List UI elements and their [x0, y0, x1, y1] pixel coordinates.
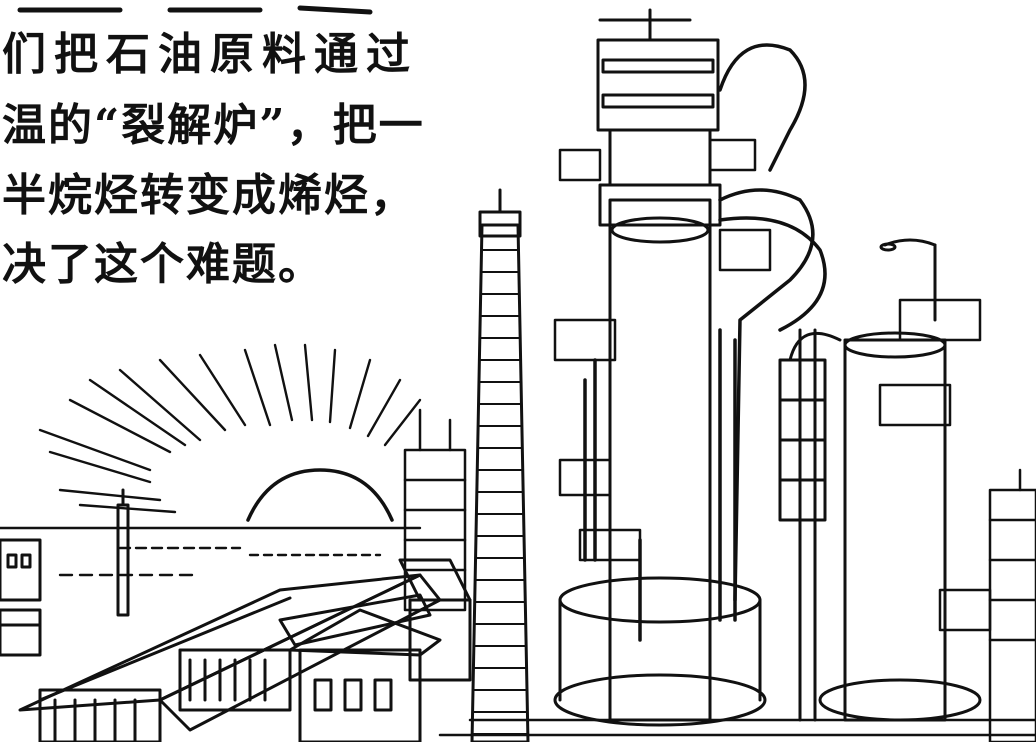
smokestack-bricks — [471, 249, 529, 735]
piping — [583, 43, 827, 642]
smokestack — [470, 188, 530, 742]
distant-chimney — [116, 488, 130, 617]
distant-towers — [403, 408, 467, 612]
clipped-text-fragment — [17, 5, 373, 15]
foreground-base — [438, 718, 1036, 737]
factory-buildings — [18, 558, 472, 742]
passage-line-2: 温的“裂解炉”，把一 — [2, 100, 425, 151]
right-edge-structure — [988, 468, 1036, 742]
passage-line-4: 决了这个难题。 — [2, 239, 324, 290]
sun-rays — [38, 343, 422, 514]
left-buildings — [0, 538, 42, 657]
lamp-post — [879, 238, 937, 322]
passage-text: 们把石油原料通过 温的“裂解炉”，把一 半烷烃转变成烯烃， 决了这个难题。 — [0, 0, 423, 340]
main-cracking-tower — [553, 8, 767, 727]
rising-sun — [246, 468, 394, 522]
horizon — [0, 526, 422, 577]
passage-line-3: 半烷烃转变成烯烃， — [2, 170, 416, 221]
passage-line-1: 们把石油原料通过 — [2, 29, 418, 80]
platforms — [553, 138, 992, 632]
